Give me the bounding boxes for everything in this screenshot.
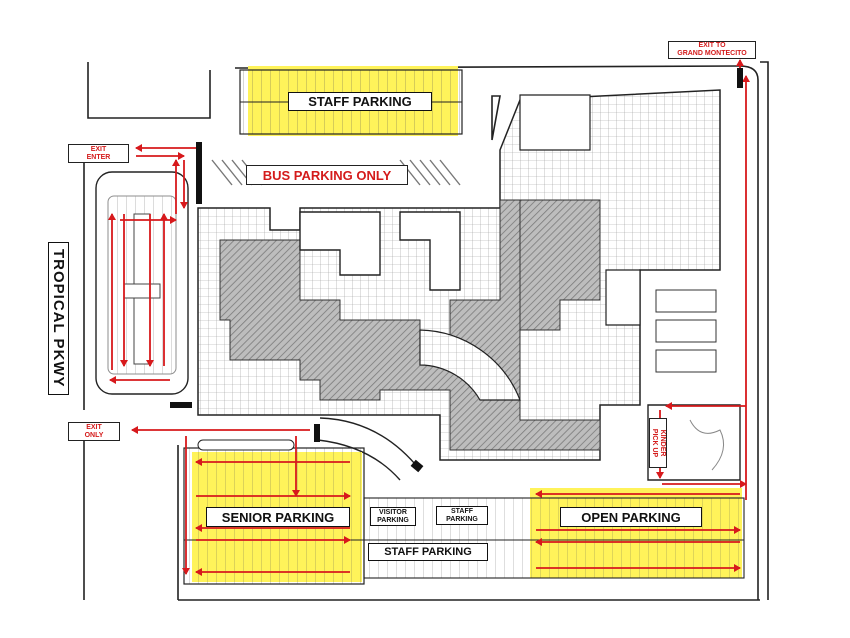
kinder-line2: PICK UP: [651, 428, 658, 458]
visitor-line1: VISITOR: [379, 508, 407, 516]
open-parking-label: OPEN PARKING: [560, 507, 702, 527]
traffic-arrows: [108, 59, 750, 576]
staff-parking-top-label: STAFF PARKING: [288, 92, 432, 111]
tropical-pkwy-label: TROPICAL PKWY: [48, 242, 69, 395]
visitor-parking-label: VISITOR PARKING: [370, 507, 416, 526]
staff-small-line1: STAFF: [450, 507, 474, 515]
staff-parking-small-label: STAFF PARKING: [436, 506, 488, 525]
right-courts: [655, 289, 717, 373]
drive-gate: [410, 459, 424, 473]
left-lot-gate: [170, 402, 192, 408]
kinder-pick-up-sign: KINDER PICK UP: [649, 418, 667, 468]
exit-only-line2: ONLY: [84, 431, 104, 439]
senior-parking-label: SENIOR PARKING: [206, 507, 350, 527]
exit-grand-line2: GRAND MONTECITO: [677, 50, 747, 57]
school-building: [197, 89, 721, 461]
exit-enter-line1: EXIT: [90, 145, 107, 153]
exit-only-sign: EXIT ONLY: [68, 422, 120, 441]
exit-enter-sign: EXIT ENTER: [68, 144, 129, 163]
left-parking-lot: [95, 171, 189, 395]
exit-grand-line1: EXIT TO: [698, 42, 726, 49]
exit-only-line1: EXIT: [86, 423, 102, 431]
staff-parking-bottom-label: STAFF PARKING: [368, 543, 488, 561]
kinder-line1: KINDER: [659, 429, 666, 457]
exit-enter-line2: ENTER: [86, 153, 111, 161]
exit-grand-montecito-sign: EXIT TO GRAND MONTECITO: [668, 41, 756, 59]
exit-gate-right: [737, 68, 743, 88]
bus-gate: [196, 142, 202, 204]
front-gate: [314, 424, 320, 442]
bus-parking-label: BUS PARKING ONLY: [246, 165, 408, 185]
visitor-line2: PARKING: [377, 516, 409, 524]
staff-small-line2: PARKING: [446, 515, 478, 523]
